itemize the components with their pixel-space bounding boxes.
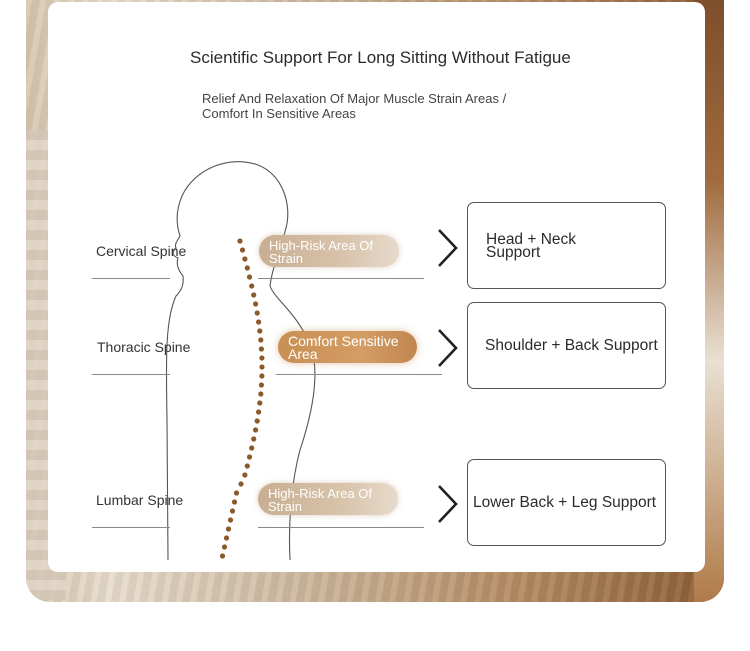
shoulder-back-support-label: Shoulder + Back Support xyxy=(485,336,658,354)
spine-dot xyxy=(239,247,246,253)
spine-dot xyxy=(258,346,264,352)
chevron-right-icon xyxy=(438,229,458,267)
spine-dot xyxy=(251,292,257,298)
spine-dot xyxy=(258,337,264,343)
spine-dot xyxy=(258,382,264,388)
spine-dot xyxy=(256,409,262,415)
spine-dot xyxy=(237,238,243,244)
spine-dot xyxy=(244,265,250,271)
spine-dot xyxy=(246,454,253,460)
chevron-right-icon xyxy=(438,329,458,367)
spine-dot xyxy=(253,301,259,307)
spine-dot xyxy=(258,391,264,397)
page-subtitle: Relief And Relaxation Of Major Muscle St… xyxy=(202,91,507,121)
cervical-left-line xyxy=(92,278,170,279)
high-risk-pill-top: High-Risk Area Of Strain xyxy=(259,235,399,267)
spine-dot xyxy=(242,472,248,478)
spine-dot xyxy=(251,436,257,442)
cervical-right-line xyxy=(258,278,424,279)
lumbar-spine-label: Lumbar Spine xyxy=(96,492,184,508)
silhouette-outline xyxy=(165,161,316,561)
spine-dot xyxy=(259,364,265,370)
spine-dot xyxy=(257,400,263,406)
thoracic-right-line xyxy=(276,374,442,375)
lower-back-leg-support-box: Lower Back + Leg Support xyxy=(467,459,666,546)
thoracic-left-line xyxy=(92,374,170,375)
comfort-pill: Comfort Sensitive Area xyxy=(278,331,417,363)
spine-dot xyxy=(254,310,260,316)
spine-dot xyxy=(253,427,259,433)
spine-dot xyxy=(227,517,234,523)
spine-dot xyxy=(229,508,236,514)
spine-dot xyxy=(246,274,253,280)
shoulder-back-support-box: Shoulder + Back Support xyxy=(467,302,666,389)
spine-dot xyxy=(259,355,265,361)
spine-dots xyxy=(219,238,265,559)
spine-dot xyxy=(219,553,226,559)
spine-dot xyxy=(244,463,250,469)
chevron-right-icon xyxy=(438,485,458,523)
spine-dot xyxy=(242,256,248,262)
lower-back-leg-support-label: Lower Back + Leg Support xyxy=(473,493,657,511)
page-title: Scientific Support For Long Sitting With… xyxy=(190,48,571,67)
lumbar-right-line xyxy=(258,527,424,528)
lumbar-left-line xyxy=(92,527,170,528)
spine-dot xyxy=(249,445,255,451)
spine-dot xyxy=(257,328,263,334)
spine-dot xyxy=(225,526,232,532)
cervical-spine-label: Cervical Spine xyxy=(96,243,187,259)
spine-dot xyxy=(238,481,244,487)
spine-dot xyxy=(254,418,260,424)
spine-dot xyxy=(233,490,240,496)
spine-dot xyxy=(221,544,228,550)
spine-dot xyxy=(231,499,238,505)
head-neck-support-label: Head + Neck Support xyxy=(486,230,577,261)
spine-dot xyxy=(223,535,230,541)
spine-dot xyxy=(256,319,262,325)
high-risk-pill-bottom: High-Risk Area Of Strain xyxy=(258,483,398,515)
thoracic-spine-label: Thoracic Spine xyxy=(97,339,191,355)
spine-dot xyxy=(249,283,255,289)
spine-dot xyxy=(259,373,265,379)
head-neck-support-box: Head + Neck Support xyxy=(467,202,666,289)
